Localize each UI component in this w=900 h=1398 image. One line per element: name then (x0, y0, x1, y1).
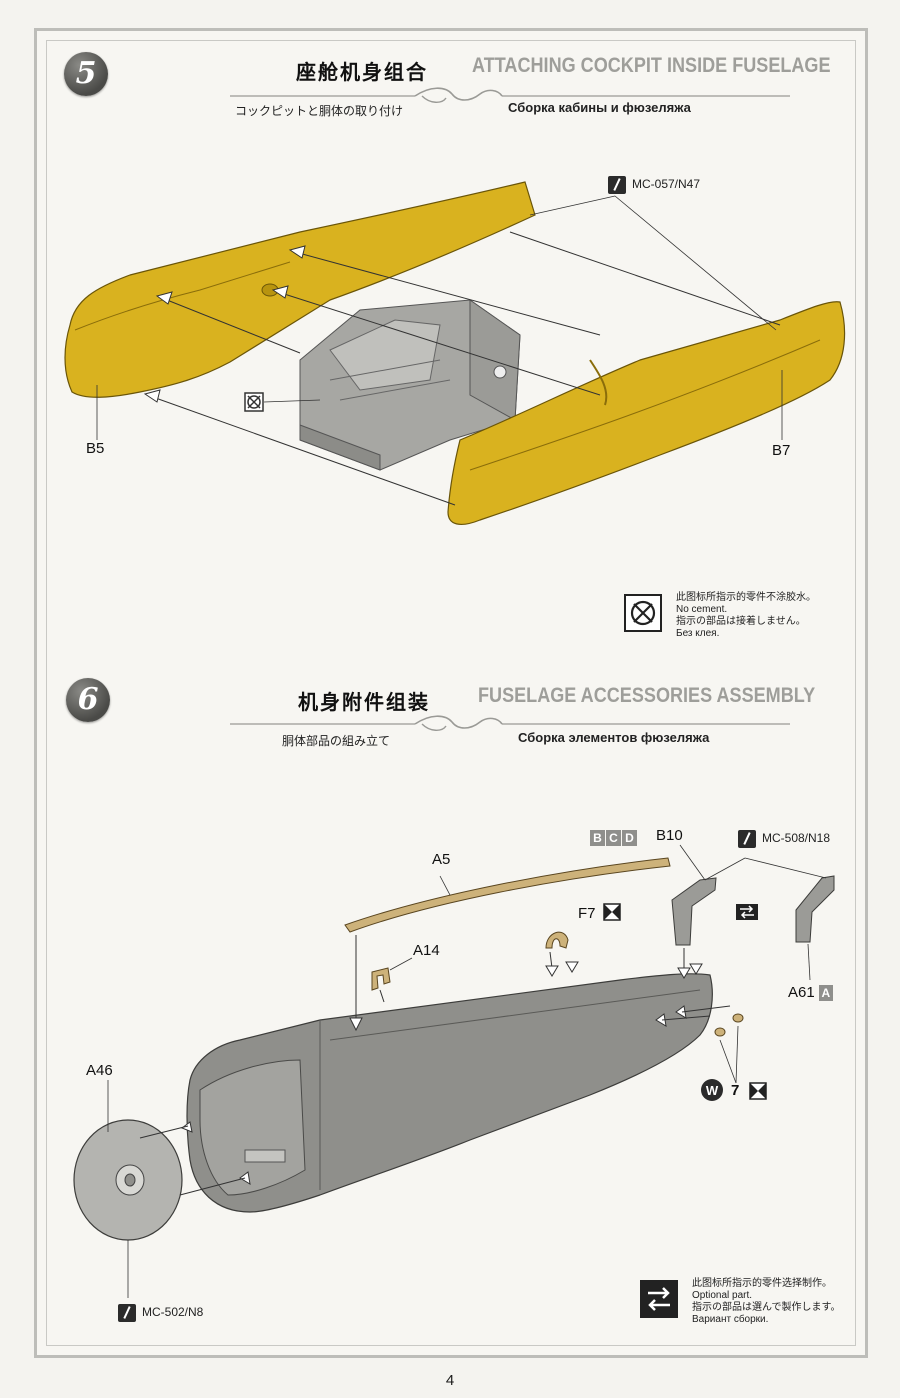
part-b10-pieces (671, 875, 835, 946)
step-6-title-cn: 机身附件组装 (298, 690, 430, 714)
parts-w7 (714, 1013, 744, 1037)
step-5-badge: 5 (64, 52, 108, 96)
fuselage-half-b7 (447, 301, 846, 526)
sprue-a-box: A (818, 985, 833, 1001)
legend-no-cement-cn: 此图标所指示的零件不涂胶水。 (676, 592, 816, 603)
optional-small-icon (736, 904, 758, 920)
legend-no-cement-jp: 指示の部品は接着しません。 (676, 616, 806, 627)
part-a14 (371, 967, 391, 991)
assembly-arrows (149, 231, 781, 506)
step-6-title-jp: 胴体部品の組み立て (282, 734, 391, 748)
step-6-title-ru: Сборка элементов фюзеляжа (518, 730, 710, 745)
part-label-a61: A61 A (788, 984, 834, 1001)
paint-ref-step6-bottom: MC-502/N8 (118, 1304, 203, 1322)
w-badge-icon (701, 1079, 723, 1101)
step-6-leader-lines (107, 844, 827, 1298)
step-6-ornament (230, 715, 790, 731)
legend-optional-jp: 指示の部品は選んで製作します。 (692, 1302, 841, 1313)
step-5-title-jp: コックピットと胴体の取り付け (235, 104, 404, 118)
step-5-ornament (230, 87, 790, 103)
step-6-legend: 此图标所指示的零件选择制作。 Optional part. 指示の部品は選んで製… (640, 1278, 860, 1328)
part-f7 (545, 931, 569, 949)
arrowheads (143, 245, 306, 403)
version-d: D (622, 830, 637, 846)
paint-brush-icon (608, 176, 626, 194)
optional-part-icon (640, 1280, 678, 1318)
fuselage-half-b5 (64, 181, 536, 398)
f7-mark-icon (603, 903, 621, 921)
fuselage-assembly (186, 973, 713, 1213)
no-cement-small-icon (244, 392, 321, 412)
legend-no-cement-ru: Без клея. (676, 628, 720, 639)
page-frame-inner (46, 40, 856, 1346)
w-badge-letter: W (705, 1083, 719, 1098)
part-label-b7: B7 (772, 442, 791, 459)
w7-mark-icon (749, 1082, 767, 1100)
paint-ref-step5: MC-057/N47 (608, 176, 700, 194)
version-c: C (606, 830, 621, 846)
part-label-a14: A14 (413, 942, 440, 959)
legend-optional-en: Optional part. (692, 1290, 753, 1301)
step-5-legend: 此图标所指示的零件不涂胶水。 No cement. 指示の部品は接着しません。 … (624, 592, 864, 642)
step-6-title-en: FUSELAGE ACCESSORIES ASSEMBLY (478, 684, 816, 707)
paint-brush-icon (738, 830, 756, 848)
no-cement-icon (624, 594, 662, 632)
part-label-b5: B5 (86, 440, 105, 457)
step-6-arrows (139, 935, 731, 1196)
paint-brush-icon (118, 1304, 136, 1322)
step-5-title-cn: 座舱机身组合 (296, 60, 428, 84)
part-label-b10: B10 (656, 827, 683, 844)
page-number: 4 (445, 1372, 455, 1389)
version-b: B (590, 830, 605, 846)
legend-optional-ru: Вариант сборки. (692, 1314, 769, 1325)
paint-ref-step6-top: MC-508/N18 (738, 830, 830, 848)
part-label-f7: F7 (578, 905, 596, 922)
legend-optional-cn: 此图标所指示的零件选择制作。 (692, 1278, 832, 1289)
part-label-w7: 7 (731, 1082, 740, 1099)
part-a5-rail (344, 857, 671, 933)
step-5-title-ru: Сборка кабины и фюзеляжа (508, 100, 691, 115)
paint-leader-lines (529, 195, 777, 331)
step-5-title-en: ATTACHING COCKPIT INSIDE FUSELAGE (472, 54, 831, 77)
part-a46-ring (73, 1119, 183, 1241)
part-label-a46: A46 (86, 1062, 113, 1079)
step-5-diagram (64, 181, 846, 526)
part-label-a5: A5 (432, 851, 451, 868)
step-6-badge: 6 (66, 678, 110, 722)
legend-no-cement-en: No cement. (676, 604, 728, 615)
